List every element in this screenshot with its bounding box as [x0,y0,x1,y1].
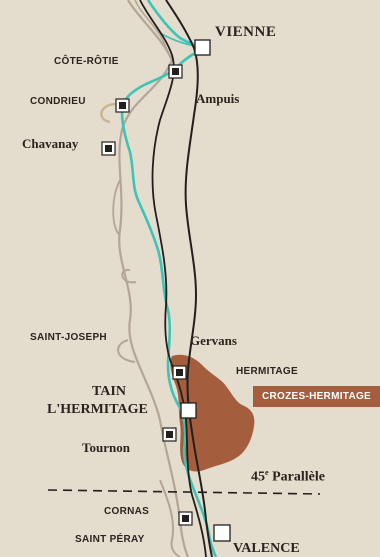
tain-lhermitage-marker [180,402,197,419]
vienne-marker [194,39,211,56]
parallel-text: Parallèle [272,469,325,485]
cornas-marker [178,511,193,526]
tournon-marker [162,427,177,442]
hermitage-label: HERMITAGE [236,366,298,377]
main-road-east [165,0,213,557]
secondary-road-north [134,0,173,63]
secondary-road-meander-2 [121,268,137,284]
rhone-river [120,0,218,557]
saint-joseph-label: SAINT-JOSEPH [30,332,107,343]
secondary-road-west [118,0,190,557]
secondary-road-meander-3 [117,339,136,363]
crozes-hermitage-area [170,354,255,472]
parallel-45-label: 45e Parallèle [251,469,325,485]
lhermitage-label: L'HERMITAGE [47,402,148,417]
parallel-number: 45 [251,469,265,485]
cote-rotie-label: CÔTE-RÔTIE [54,56,119,67]
parallel-45-line [47,489,321,495]
parallel-superscript: e [265,468,269,477]
valence-marker [213,524,231,542]
cote-rotie-marker [168,64,183,79]
secondary-road-branch [112,179,121,236]
gervans-label: Gervans [190,333,237,348]
chavanay-marker [101,141,116,156]
valence-label: VALENCE [233,541,300,556]
condrieu-marker [115,98,130,113]
gervans-marker [172,365,187,380]
crozes-hermitage-badge: CROZES-HERMITAGE [253,386,380,407]
condrieu-label: CONDRIEU [30,96,86,107]
tain-label: TAIN [92,384,126,399]
chavanay-label: Chavanay [22,136,79,151]
tournon-label: Tournon [82,440,130,455]
saint-peray-label: SAINT PÉRAY [75,534,145,545]
secondary-road-south [159,479,181,557]
cornas-label: CORNAS [104,506,150,517]
ampuis-label: Ampuis [196,91,240,106]
vienne-label: VIENNE [215,24,277,40]
